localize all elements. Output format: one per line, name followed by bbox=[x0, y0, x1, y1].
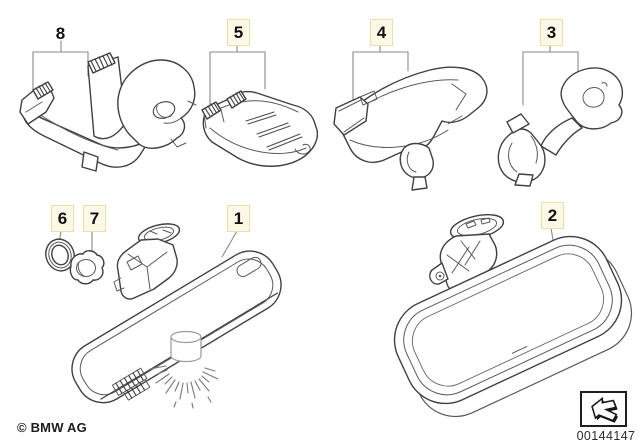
part-7-drawing bbox=[69, 250, 105, 285]
light-rays bbox=[149, 365, 219, 409]
part-1-mount-drawing bbox=[113, 223, 181, 300]
copyright-text: © BMW AG bbox=[17, 420, 87, 435]
callout-7[interactable]: 7 bbox=[83, 205, 106, 232]
part-8-drawing bbox=[19, 52, 197, 172]
part-6-drawing bbox=[45, 238, 75, 272]
callout-1[interactable]: 1 bbox=[227, 205, 250, 232]
callout-leader-lines bbox=[32, 40, 579, 258]
change-drawing-button[interactable] bbox=[580, 391, 627, 427]
callout-3[interactable]: 3 bbox=[540, 19, 563, 46]
callout-6[interactable]: 6 bbox=[51, 205, 74, 232]
part-5-drawing bbox=[201, 90, 319, 167]
bent-arrow-icon bbox=[590, 396, 618, 423]
part-3-drawing bbox=[497, 67, 623, 187]
callout-4[interactable]: 4 bbox=[370, 19, 393, 46]
diagram-number: 00144147 bbox=[576, 429, 636, 443]
callout-8[interactable]: 8 bbox=[55, 24, 66, 43]
part-1-light-drawing bbox=[149, 330, 219, 409]
part-2-mirror-drawing bbox=[393, 235, 633, 418]
callout-2[interactable]: 2 bbox=[541, 202, 564, 229]
part-2-mount-drawing bbox=[429, 213, 505, 293]
callout-5[interactable]: 5 bbox=[227, 19, 250, 46]
part-4-drawing bbox=[333, 66, 488, 191]
